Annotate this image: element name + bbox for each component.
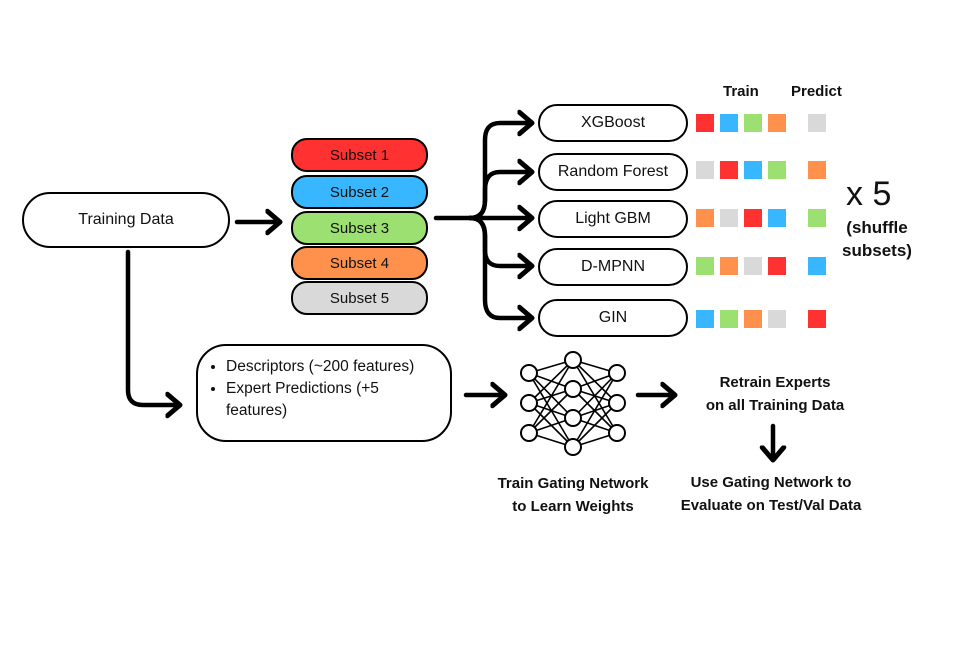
evaluate-caption-line2: Evaluate on Test/Val Data — [680, 497, 862, 514]
subset-2-label: Subset 2 — [329, 183, 390, 201]
train-square — [768, 257, 786, 275]
subset-2: Subset 2 — [291, 175, 428, 209]
train-square — [720, 257, 738, 275]
predict-square — [808, 114, 826, 132]
training-data-label: Training Data — [78, 211, 174, 228]
evaluate-caption-line1: Use Gating Network to — [690, 474, 852, 491]
gating-caption-line1: Train Gating Network — [497, 475, 649, 492]
train-square — [696, 114, 714, 132]
feature-item: Expert Predictions (+5 features) — [226, 378, 440, 422]
features-box: Descriptors (~200 features) Expert Predi… — [196, 344, 452, 442]
train-square — [696, 209, 714, 227]
train-square — [720, 114, 738, 132]
subset-3-label: Subset 3 — [329, 219, 390, 237]
predict-square — [808, 161, 826, 179]
train-header: Train — [723, 83, 759, 100]
subset-4: Subset 4 — [291, 246, 428, 280]
model-d-mpnn: D-MPNN — [538, 248, 688, 286]
subset-3: Subset 3 — [291, 211, 428, 245]
model-label: D-MPNN — [581, 258, 645, 275]
model-label: Light GBM — [575, 210, 651, 227]
model-light-gbm: Light GBM — [538, 200, 688, 238]
train-square — [720, 310, 738, 328]
arrow-to-random-forest — [467, 172, 532, 221]
train-square — [744, 209, 762, 227]
subset-5-label: Subset 5 — [329, 289, 390, 307]
gating-caption-line2: to Learn Weights — [512, 498, 634, 515]
arrow-to-gin — [467, 215, 532, 318]
retrain-caption-line2: on all Training Data — [705, 397, 845, 414]
train-square — [744, 161, 762, 179]
train-square — [696, 257, 714, 275]
evaluate-caption: Use Gating Network to Evaluate on Test/V… — [660, 471, 882, 517]
train-square — [768, 310, 786, 328]
arrow-to-features — [125, 249, 180, 405]
predict-square — [808, 310, 826, 328]
train-square — [720, 209, 738, 227]
train-square — [744, 257, 762, 275]
retrain-caption-line1: Retrain Experts — [719, 374, 831, 391]
retrain-caption: Retrain Experts on all Training Data — [680, 371, 870, 417]
subset-1-label: Subset 1 — [329, 146, 390, 164]
repeat-note-line2: subsets) — [842, 241, 912, 260]
train-square — [768, 161, 786, 179]
features-list: Descriptors (~200 features) Expert Predi… — [206, 356, 440, 422]
neural-network-icon — [520, 351, 626, 456]
repeat-note-line1: (shuffle — [846, 218, 908, 237]
gating-caption: Train Gating Network to Learn Weights — [478, 472, 668, 518]
training-data-box: Training Data — [22, 192, 230, 248]
repeat-note: (shuffle subsets) — [836, 216, 918, 262]
model-label: Random Forest — [557, 163, 669, 180]
feature-item: Descriptors (~200 features) — [226, 356, 440, 378]
model-gin: GIN — [538, 299, 688, 337]
model-label: GIN — [598, 309, 628, 326]
model-random-forest: Random Forest — [538, 153, 688, 191]
predict-square — [808, 209, 826, 227]
train-square — [696, 310, 714, 328]
repeat-count: x 5 — [846, 175, 892, 213]
arrow-to-d-mpnn — [467, 215, 532, 266]
train-square — [696, 161, 714, 179]
train-square — [744, 114, 762, 132]
subset-1: Subset 1 — [291, 138, 428, 172]
predict-header: Predict — [791, 83, 842, 100]
model-xgboost: XGBoost — [538, 104, 688, 142]
subset-5: Subset 5 — [291, 281, 428, 315]
model-label: XGBoost — [580, 114, 646, 131]
predict-square — [808, 257, 826, 275]
train-square — [720, 161, 738, 179]
subset-4-label: Subset 4 — [329, 254, 390, 272]
train-square — [744, 310, 762, 328]
train-square — [768, 114, 786, 132]
train-square — [768, 209, 786, 227]
